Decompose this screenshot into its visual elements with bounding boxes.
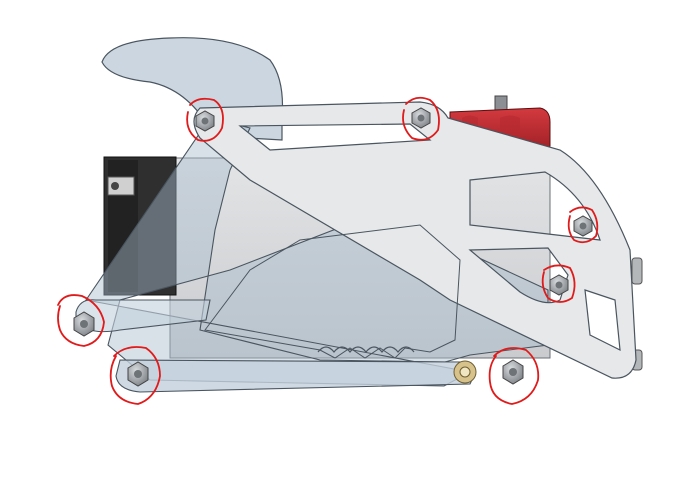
nut-right-upper — [573, 215, 593, 237]
annotation-circle-top-center — [402, 96, 440, 141]
annotation-circle-right-upper — [567, 206, 599, 244]
frame-inner-window — [204, 224, 461, 359]
nut-top-left — [195, 110, 215, 132]
brass-bushing — [453, 360, 477, 384]
nut-left — [73, 311, 95, 337]
nut-top-center — [411, 107, 431, 129]
nut-bottom-right — [502, 359, 524, 385]
annotation-circles — [57, 96, 599, 405]
main-frame-arm — [193, 101, 637, 379]
annotation-circle-left — [57, 294, 105, 347]
nut-right-middle — [549, 274, 569, 296]
scallop-edge — [317, 346, 415, 353]
bottom-link-bar — [115, 359, 474, 393]
annotation-circle-bottom-left — [109, 346, 161, 405]
nut-bottom-left — [127, 361, 149, 387]
annotation-circle-right-middle — [541, 264, 576, 303]
annotation-circle-bottom-right — [488, 347, 540, 405]
annotation-circle-top-left — [186, 97, 224, 142]
battery-block — [103, 156, 177, 296]
